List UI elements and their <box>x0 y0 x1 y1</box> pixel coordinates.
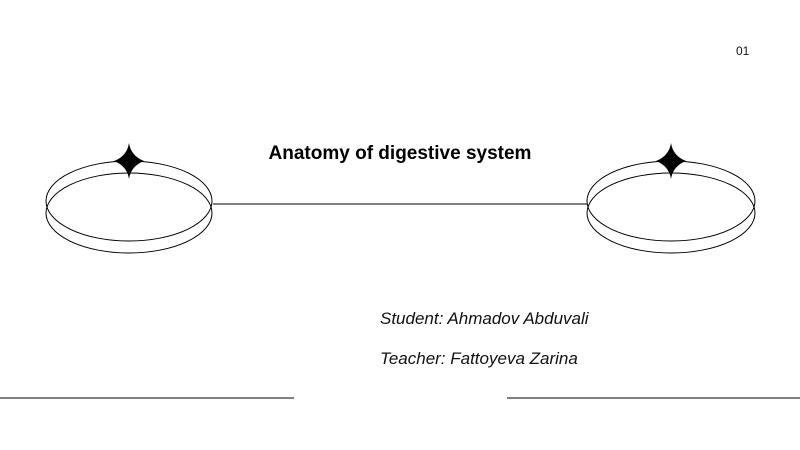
sparkle-star-icon <box>656 143 686 179</box>
student-credit: Student: Ahmadov Abduvali <box>380 309 589 328</box>
page-number: 01 <box>736 44 750 58</box>
sparkle-star-icon <box>114 143 144 179</box>
slide-title: Anatomy of digestive system <box>268 143 532 164</box>
teacher-credit: Teacher: Fattoyeva Zarina <box>380 349 578 368</box>
